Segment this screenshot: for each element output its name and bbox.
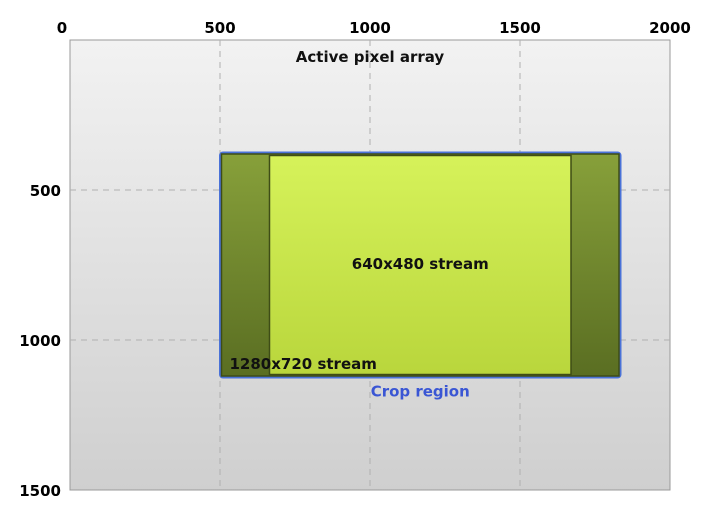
x-axis-ticks: 0 500 1000 1500 2000	[57, 19, 691, 37]
x-tick-label: 2000	[649, 19, 691, 37]
stream-640x480-box	[268, 154, 572, 376]
x-tick-label: 1000	[349, 19, 391, 37]
crop-region-box	[219, 151, 622, 379]
y-axis-ticks: 500 1000 1500	[19, 182, 61, 500]
array-label: Active pixel array	[296, 48, 445, 66]
x-tick-label: 500	[204, 19, 235, 37]
y-tick-label: 1500	[19, 482, 61, 500]
y-tick-label: 500	[30, 182, 61, 200]
crop-region-label: Crop region	[371, 383, 470, 401]
x-tick-label: 1500	[499, 19, 541, 37]
x-tick-label: 0	[57, 19, 67, 37]
stream-640x480-label: 640x480 stream	[352, 255, 489, 273]
y-tick-label: 1000	[19, 332, 61, 350]
stream-1280x720-label: 1280x720 stream	[230, 355, 377, 373]
